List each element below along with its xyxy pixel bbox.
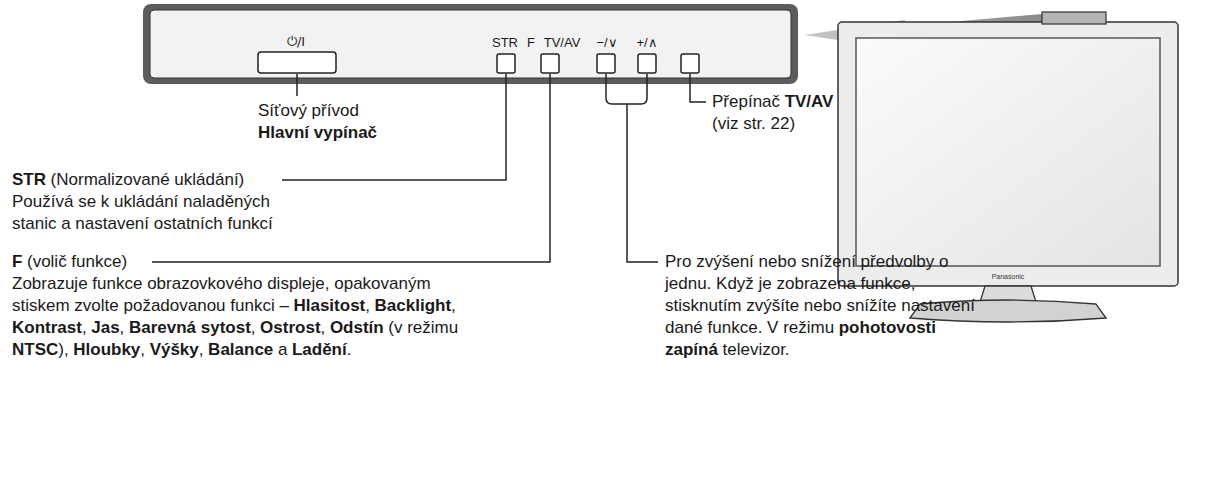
leader-line bbox=[152, 74, 550, 262]
label-text: +/∧ bbox=[636, 35, 657, 50]
text-line: Používá se k ukládání naladěných bbox=[12, 191, 273, 213]
panel-frame bbox=[143, 4, 798, 84]
button-label: −/∨ bbox=[596, 35, 617, 50]
callout-text: Přepínač TV/AV (viz str. 22) bbox=[712, 91, 833, 135]
down-button bbox=[597, 54, 615, 73]
callout-text: Pro zvýšení nebo snížení předvolby o jedn… bbox=[665, 251, 975, 361]
tv-bezel bbox=[838, 22, 1178, 286]
label-text: Hloubky bbox=[73, 340, 140, 359]
power-button bbox=[258, 52, 336, 73]
label-text: Kontrast bbox=[12, 318, 82, 337]
label-text: Jas bbox=[91, 318, 119, 337]
label-text: Balance bbox=[208, 340, 273, 359]
label-text: TV/AV bbox=[785, 92, 834, 111]
text-line: jednu. Když je zobrazena funkce, bbox=[665, 273, 975, 295]
label-text: stiskem zvolte požadovanou funkci – bbox=[12, 296, 289, 315]
label-text: , bbox=[251, 318, 256, 337]
label-text: , bbox=[321, 318, 326, 337]
label-text: Zobrazuje funkce obrazovkového displeje,… bbox=[12, 274, 431, 293]
f-button bbox=[541, 54, 559, 73]
label-text: (viz str. 22) bbox=[712, 114, 795, 133]
label-text: Síťový přívod bbox=[258, 101, 359, 120]
text-line: F (volič funkce) bbox=[12, 251, 458, 273]
label-text: F bbox=[527, 35, 535, 50]
label-text: STR bbox=[492, 35, 518, 50]
tvav-button bbox=[681, 54, 699, 73]
label-text: dané funkce. V režimu bbox=[665, 318, 834, 337]
leader-line bbox=[690, 74, 706, 102]
text-line: Pro zvýšení nebo snížení předvolby o bbox=[665, 251, 975, 273]
label-text: −/∨ bbox=[596, 35, 617, 50]
label-text: ), bbox=[58, 340, 68, 359]
label-text: NTSC bbox=[12, 340, 58, 359]
label-text: , bbox=[120, 318, 125, 337]
label-text: (volič funkce) bbox=[27, 252, 127, 271]
label-text: stanic a nastavení ostatních funkcí bbox=[12, 214, 273, 233]
label-text: televizor. bbox=[722, 340, 789, 359]
label-text: stisknutím zvýšíte nebo snížíte nastaven… bbox=[665, 296, 975, 315]
panel-location bbox=[1042, 12, 1106, 24]
label-text: , bbox=[82, 318, 87, 337]
label-text: , bbox=[365, 296, 370, 315]
text-line: Kontrast,Jas,Barevná sytost,Ostrost,Odst… bbox=[12, 317, 458, 339]
label-text: . bbox=[347, 340, 352, 359]
label-text: Ostrost bbox=[260, 318, 320, 337]
button-label: TV/AV bbox=[544, 35, 581, 50]
text-line: Síťový přívod bbox=[258, 100, 377, 122]
panel-face bbox=[150, 10, 791, 78]
button-label: +/∧ bbox=[636, 35, 657, 50]
label-text: , bbox=[140, 340, 145, 359]
label-text: Výšky bbox=[150, 340, 199, 359]
label-text: (Normalizované ukládání) bbox=[51, 170, 245, 189]
callout-text: STR (Normalizované ukládání) Používá se k … bbox=[12, 169, 273, 235]
label-text: Backlight bbox=[375, 296, 452, 315]
label-text: , bbox=[199, 340, 204, 359]
brand-label: Panasonic bbox=[992, 273, 1025, 281]
leader-lines bbox=[152, 74, 706, 262]
text-line: Hlavní vypínač bbox=[258, 122, 377, 144]
text-line: Zobrazuje funkce obrazovkového displeje,… bbox=[12, 273, 458, 295]
tv-screen bbox=[856, 38, 1160, 266]
label-text: Odstín bbox=[330, 318, 384, 337]
label-text: F bbox=[12, 252, 22, 271]
label-text: STR bbox=[12, 170, 46, 189]
label-text: Panasonic bbox=[992, 273, 1025, 280]
label-text: Používá se k ukládání naladěných bbox=[12, 192, 270, 211]
label-text: , bbox=[451, 296, 456, 315]
button-label: STR bbox=[492, 35, 518, 50]
label-text: Hlavní vypínač bbox=[258, 123, 377, 142]
button-label: F bbox=[527, 35, 535, 50]
button-label: ⏻/I bbox=[287, 34, 305, 49]
text-line: STR (Normalizované ukládání) bbox=[12, 169, 273, 191]
str-button bbox=[497, 54, 515, 73]
text-line: stanic a nastavení ostatních funkcí bbox=[12, 213, 273, 235]
text-line: zapínátelevizor. bbox=[665, 339, 975, 361]
label-text: jednu. Když je zobrazena funkce, bbox=[665, 274, 915, 293]
leader-line bbox=[627, 104, 658, 262]
text-line: Přepínač TV/AV bbox=[712, 91, 833, 113]
label-text: Přepínač bbox=[712, 92, 780, 111]
text-line: stisknutím zvýšíte nebo snížíte nastaven… bbox=[665, 295, 975, 317]
label-text: zapíná bbox=[665, 340, 718, 359]
label-text: Ladění bbox=[292, 340, 347, 359]
label-text: ⏻/I bbox=[287, 34, 305, 49]
callout-text: Síťový přívodHlavní vypínač bbox=[258, 100, 377, 144]
label-text: Barevná sytost bbox=[129, 318, 251, 337]
label-text: pohotovosti bbox=[839, 318, 936, 337]
label-text: Pro zvýšení nebo snížení předvolby o bbox=[665, 252, 949, 271]
label-text: a bbox=[278, 340, 287, 359]
label-text: (v režimu bbox=[388, 318, 458, 337]
up-button bbox=[638, 54, 656, 73]
label-text: Hlasitost bbox=[293, 296, 365, 315]
text-line: (viz str. 22) bbox=[712, 113, 833, 135]
text-line: dané funkce. V režimu pohotovosti bbox=[665, 317, 975, 339]
leader-line bbox=[296, 74, 298, 96]
text-line: NTSC),Hloubky,Výšky,BalanceaLadění. bbox=[12, 339, 458, 361]
callout-text: F (volič funkce) Zobrazuje funkce obrazovk… bbox=[12, 251, 458, 361]
label-text: TV/AV bbox=[544, 35, 581, 50]
bracket bbox=[606, 74, 647, 104]
text-line: stiskem zvolte požadovanou funkci –Hlasi… bbox=[12, 295, 458, 317]
